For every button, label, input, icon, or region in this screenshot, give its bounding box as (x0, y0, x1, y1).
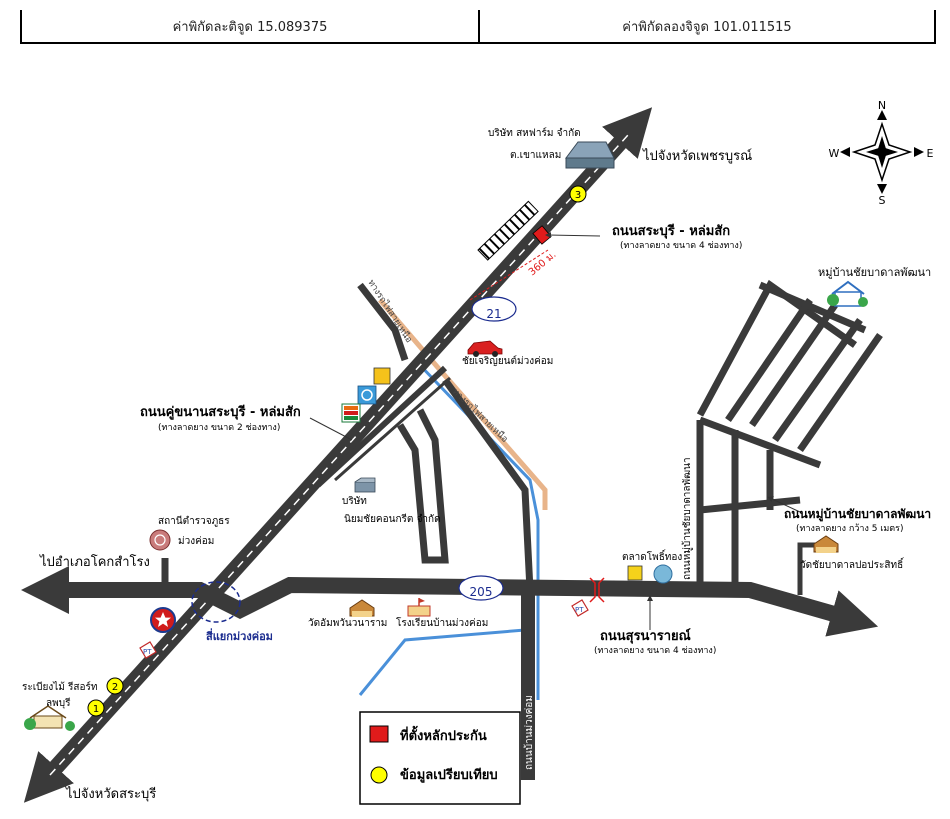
leader-lines (309, 232, 801, 630)
coordinate-header: ค่าพิกัดละติจูด 15.089375 ค่าพิกัดลองจิจ… (20, 10, 936, 44)
police-station-icon (149, 529, 171, 551)
label-to-phetchabun: ไปจังหวัดเพชรบูรณ์ (642, 148, 752, 164)
label-school: โรงเรียนบ้านม่วงค่อม (396, 616, 488, 629)
compass-east: E (927, 147, 934, 160)
label-company-farm-1: บริษัท สหฟาร์ม จำกัด (488, 127, 581, 139)
village-street-grid (696, 279, 883, 590)
legend-comparison-swatch (370, 766, 388, 784)
label-road-parallel: ถนนคู่ขนานสระบุรี - หล่มสัก (140, 404, 301, 420)
label-temple-1: วัดอัมพวันวนาราม (308, 618, 387, 629)
label-concrete-2: นิยมชัยคอนกรีต จำกัด (344, 513, 441, 525)
pttrade-inner-icon (361, 389, 373, 401)
building-row-icon (477, 200, 539, 261)
label-road-suranarai: ถนนสุรนารายณ์ (600, 628, 691, 644)
header-divider (478, 10, 480, 42)
longitude-text: ค่าพิกัดลองจิจูด 101.011515 (622, 20, 792, 35)
label-to-khok-samrong: ไปอำเภอโคกสำโรง (39, 554, 150, 570)
label-to-saraburi: ไปจังหวัดสระบุรี (65, 786, 156, 802)
comparison-marker-3 (569, 185, 587, 203)
concrete-company-icon (354, 477, 376, 493)
label-rail-line-1: ทางรถไฟสายเหนือ (365, 278, 414, 345)
parallel-road (315, 365, 448, 488)
pttrade-icon (357, 385, 377, 405)
seven-eleven-icon (341, 403, 361, 423)
label-road-saraburi-lomsak-sub: (ทางลาดยาง ขนาด 4 ช่องทาง) (620, 241, 742, 251)
bridge-marker (589, 577, 605, 603)
comparison-number-1: 1 (93, 704, 99, 715)
label-resort-1: ระเบียงไม้ รีสอร์ท (22, 681, 98, 693)
temple-icon (349, 599, 375, 617)
latitude-text: ค่าพิกัดละติจูด 15.089375 (172, 20, 328, 35)
compass-north: N (878, 99, 886, 112)
label-concrete-1: บริษัท (342, 496, 367, 507)
label-company-farm-2: ต.เขาแหลม (510, 150, 561, 161)
parallel-road-2 (334, 376, 451, 482)
label-temple-2: วัดชัยบาดาลปอประสิทธิ์ (800, 557, 905, 571)
label-road-suranarai-sub: (ทางลาดยาง ขนาด 4 ช่องทาง) (594, 646, 716, 656)
route-21-label: 21 (486, 307, 501, 321)
pt-logo-icon-2: PT (571, 599, 589, 617)
route-21-shield (471, 296, 517, 322)
village-house-icon (827, 280, 868, 307)
label-village-road-sub: (ทางลาดยาง กว้าง 5 เมตร) (796, 523, 904, 534)
label-intersection: สี่แยกม่วงค่อม (206, 628, 273, 643)
intersection-circle (191, 581, 241, 623)
car-dealer-icon (467, 340, 503, 357)
route-205-label: 205 (470, 585, 493, 599)
canal-south (358, 628, 526, 696)
label-road-parallel-sub: (ทางลาดยาง ขนาด 2 ช่องทาง) (158, 423, 280, 433)
highway-21-centerline (49, 134, 629, 776)
shop-icon (373, 367, 391, 385)
resort-icon (24, 705, 75, 731)
compass-south: S (879, 194, 886, 207)
comparison-number-3: 3 (575, 190, 581, 201)
svg-text:PT: PT (575, 606, 584, 614)
legend-collateral-swatch (369, 725, 389, 743)
comparison-number-2: 2 (112, 682, 118, 693)
label-police-2: ม่วงค่อม (178, 536, 214, 547)
label-village-road: ถนนหมู่บ้านชัยบาดาลพัฒนา (784, 507, 931, 522)
legend (359, 711, 521, 805)
warehouse-icon (565, 141, 615, 169)
school-icon (407, 598, 431, 617)
highway-205 (21, 566, 879, 637)
label-car-dealer: ชัยเจริญยนต์ม่วงค่อม (462, 355, 553, 367)
compass-rose (840, 110, 924, 194)
label-road-saraburi-lomsak: ถนนสระบุรี - หล่มสัก (612, 223, 730, 239)
route-205-shield (458, 575, 504, 601)
distance-line (469, 249, 549, 301)
label-resort-2: ลพบุรี (46, 697, 71, 709)
legend-comparison-label: ข้อมูลเปรียบเทียบ (400, 767, 498, 783)
temple-2-icon (813, 535, 839, 553)
label-rail-line-2: ทางรถไฟสายเหนือ (450, 386, 510, 445)
market-shop-icon (653, 564, 673, 584)
gas-station-icon (150, 607, 176, 633)
svg-text:PT: PT (143, 648, 152, 656)
compass-west: W (829, 147, 840, 160)
pt-logo-icon: PT (139, 641, 157, 659)
label-market: ตลาดโพธิ์ทอง (622, 549, 682, 563)
comparison-marker-1 (87, 699, 105, 717)
comparison-marker-2 (106, 677, 124, 695)
label-road-ban-muang-khom: ถนนบ้านม่วงค่อม (523, 695, 535, 770)
label-village: หมู่บ้านชัยบาดาลพัฒนา (818, 266, 931, 279)
label-police-1: สถานีตำรวจภูธร (158, 515, 230, 527)
market-icon (627, 565, 643, 581)
label-village-road-vertical: ถนนหมู่บ้านชัยบาดาลพัฒนา (681, 457, 693, 580)
legend-collateral-label: ที่ตั้งหลักประกัน (400, 725, 487, 744)
collateral-marker (532, 225, 552, 245)
